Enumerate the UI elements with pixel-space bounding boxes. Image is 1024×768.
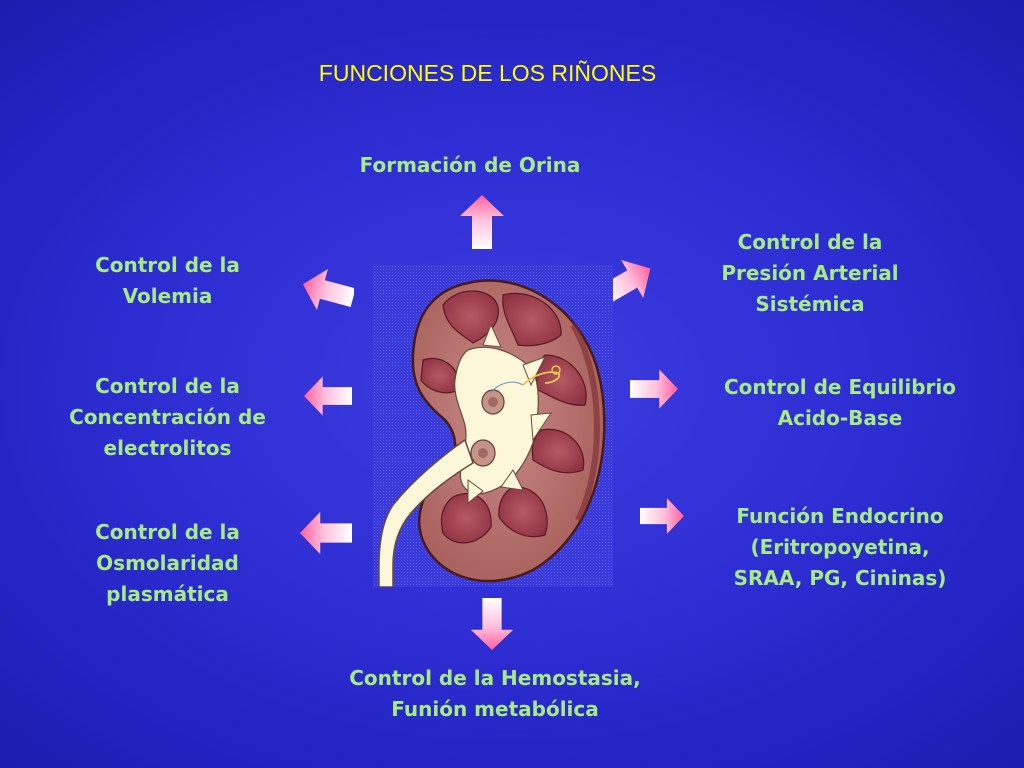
arrow-icon-left-electrolitos [304, 376, 352, 416]
label-presion-arterial: Control de la Presión Arterial Sistémica [721, 230, 899, 316]
slide-title: FUNCIONES DE LOS RIÑONES [318, 60, 657, 86]
label-concentracion-electrolitos: Control de la Concentración de electroli… [69, 374, 266, 460]
label-control-volemia: Control de la Volemia [95, 253, 240, 308]
arrow-icon-up [460, 195, 504, 249]
label-hemostasia-metabolica: Control de la Hemostasia, Funión metaból… [349, 666, 641, 721]
label-equilibrio-acido-base: Control de Equilibrio Acido-Base [723, 375, 957, 430]
label-formacion-orina: Formación de Orina [359, 153, 581, 177]
arrow-icon-right-acido-base [630, 369, 678, 409]
arrow-icon-right-endocrino [640, 498, 684, 534]
arrow-icon-left-osmolaridad [300, 511, 352, 555]
arrow-icon-left-volemia [302, 269, 354, 310]
kidney-illustration [373, 265, 613, 587]
label-funcion-endocrina: Función Endocrino (Eritropoyetina, SRAA,… [733, 504, 947, 590]
label-osmolaridad-plasmatica: Control de la Osmolaridad plasmática [95, 520, 240, 606]
arrow-icon-down [470, 598, 514, 650]
